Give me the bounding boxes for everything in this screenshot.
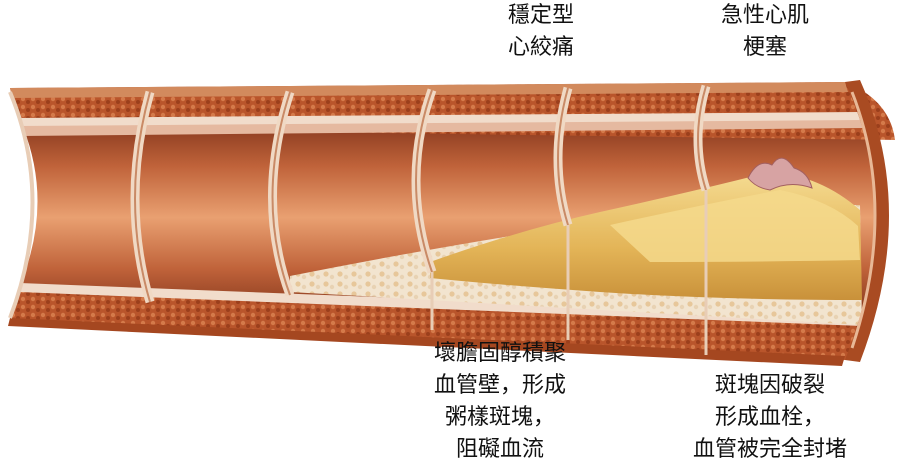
label-plaque-rupture: 斑塊因破裂 形成血栓， 血管被完全封堵 xyxy=(670,370,870,466)
label-acute-mi: 急性心肌 梗塞 xyxy=(710,0,820,64)
label-cholesterol-buildup: 壞膽固醇積聚 血管壁，形成 粥樣斑塊， 阻礙血流 xyxy=(415,338,585,466)
label-stable-angina: 穩定型 心絞痛 xyxy=(486,0,596,64)
